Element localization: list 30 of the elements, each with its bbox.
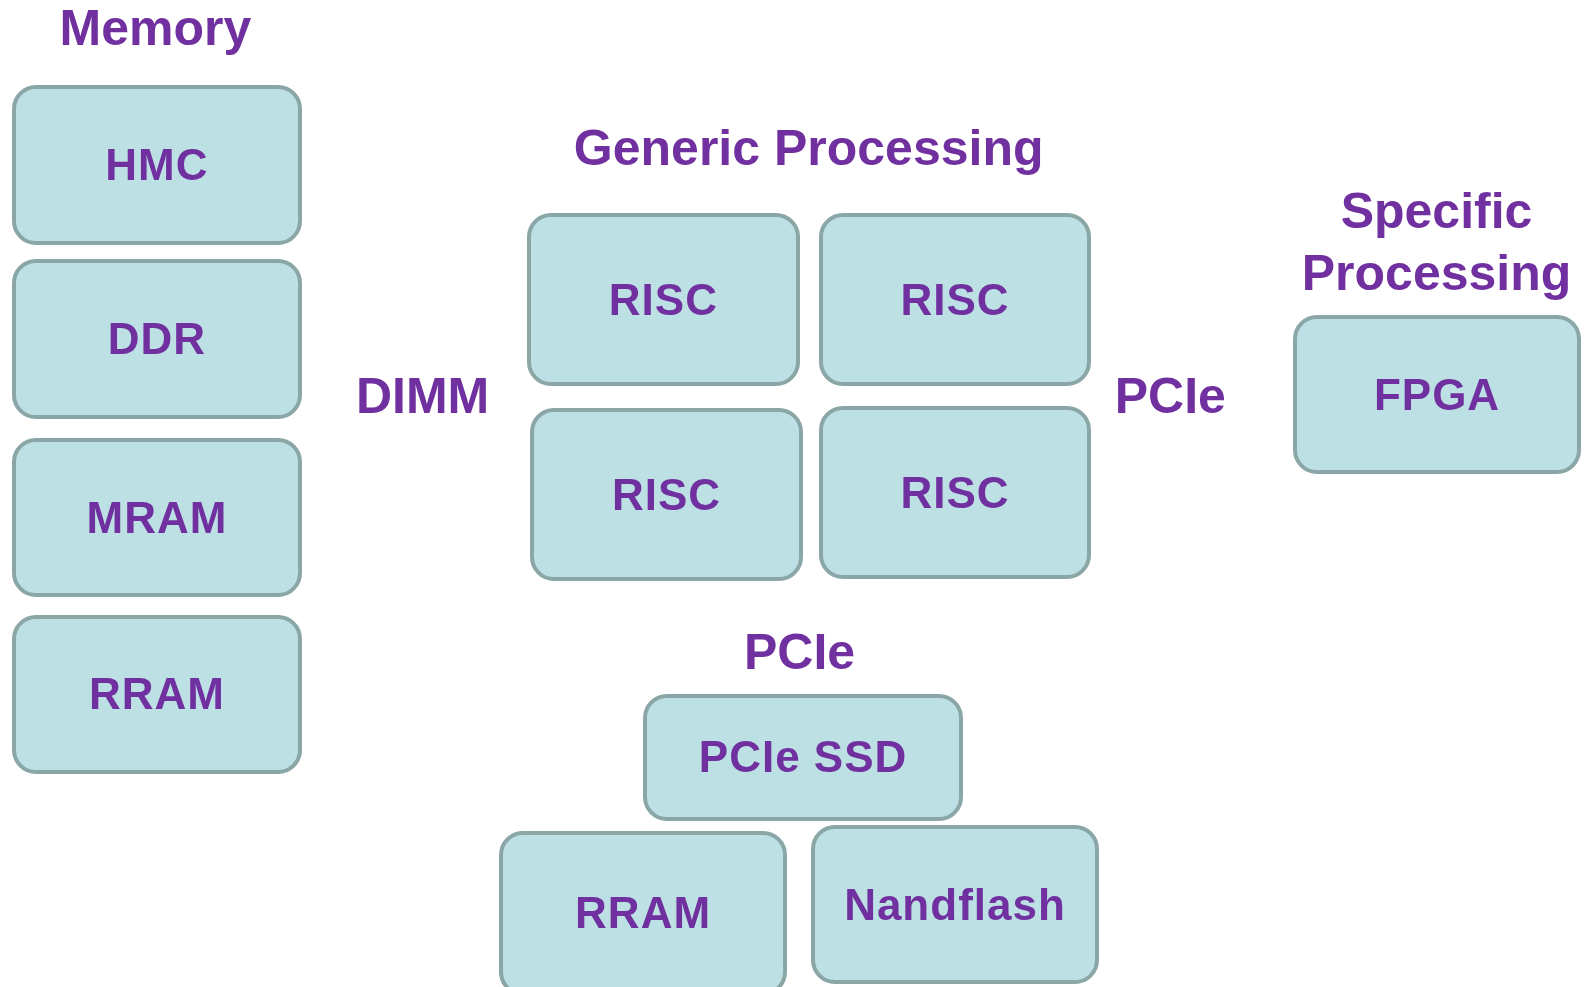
component-label: MRAM xyxy=(86,492,228,543)
component-box xyxy=(12,85,302,245)
component-box xyxy=(818,213,1092,387)
component-label: RISC xyxy=(611,469,721,520)
group-heading: Memory xyxy=(58,0,253,59)
component-box xyxy=(498,831,788,987)
component-box xyxy=(643,693,964,821)
component-box xyxy=(12,614,302,775)
component-label: RISC xyxy=(900,467,1010,518)
component-box xyxy=(530,408,803,582)
component-box xyxy=(818,406,1092,580)
component-label: DDR xyxy=(107,313,207,364)
component-box xyxy=(810,824,1100,985)
group-heading: Generic Processing xyxy=(572,119,1045,179)
component-box xyxy=(527,213,800,387)
component-label: PCIe SSD xyxy=(698,732,908,783)
component-label: Nandflash xyxy=(844,879,1066,930)
component-label: RRAM xyxy=(88,669,225,720)
component-label: HMC xyxy=(105,140,209,191)
component-box xyxy=(12,259,302,419)
group-heading: PCIe xyxy=(1113,366,1227,426)
group-heading: Specific Processing xyxy=(1300,181,1573,303)
component-box xyxy=(1293,314,1581,475)
group-heading: DIMM xyxy=(354,366,491,426)
group-heading: PCIe xyxy=(742,623,857,682)
component-label: FPGA xyxy=(1373,369,1501,420)
component-label: RISC xyxy=(608,274,718,325)
component-label: RRAM xyxy=(575,888,712,939)
component-label: RISC xyxy=(900,274,1010,325)
component-box xyxy=(12,437,302,598)
